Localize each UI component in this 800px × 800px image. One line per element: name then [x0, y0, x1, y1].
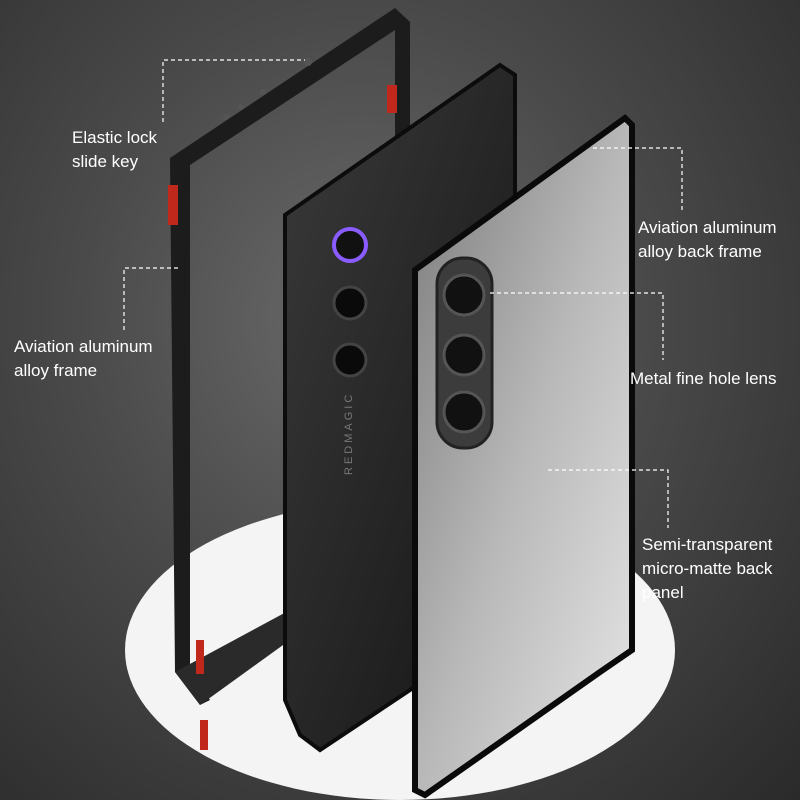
- slide-key-red: [168, 185, 178, 225]
- label-aviation-back-frame: Aviation aluminum alloy back frame: [638, 216, 777, 264]
- label-aviation-frame: Aviation aluminum alloy frame: [14, 335, 153, 383]
- label-line: alloy frame: [14, 361, 98, 380]
- label-line: panel: [642, 583, 684, 602]
- leader-lines: [123, 59, 683, 528]
- label-line: Aviation aluminum: [14, 337, 153, 356]
- label-line: micro-matte back: [642, 559, 773, 578]
- label-metal-lens: Metal fine hole lens: [630, 369, 777, 388]
- phone-brand: REDMAGIC: [343, 392, 355, 475]
- label-line: Elastic lock: [72, 128, 158, 147]
- camera-lens-rgb: [332, 227, 368, 263]
- label-line: Semi-transparent: [642, 535, 773, 554]
- alloy-frame: [168, 8, 410, 750]
- label-elastic-lock-slide-key: Elastic lock slide key: [72, 126, 157, 174]
- label-line: slide key: [72, 152, 139, 171]
- label-line: alloy back frame: [638, 242, 762, 261]
- label-line: Aviation aluminum: [638, 218, 777, 237]
- label-back-panel: Semi-transparent micro-matte back panel: [642, 533, 772, 605]
- back-panel: [412, 114, 635, 799]
